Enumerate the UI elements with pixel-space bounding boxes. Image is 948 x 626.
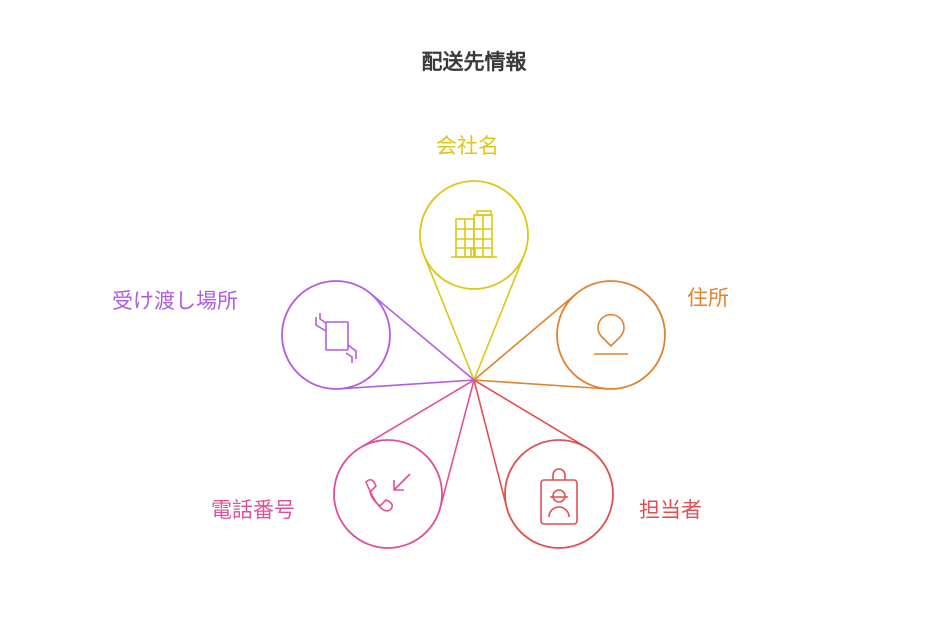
id-badge-icon: [540, 468, 578, 525]
label-contact-person: 担当者: [639, 498, 702, 522]
connector-line-company: [473, 254, 525, 381]
node-circle-contact-person: [504, 439, 614, 549]
connector-line-handover-location: [370, 292, 475, 381]
connector-line-phone-number: [439, 379, 475, 509]
label-address: 住所: [687, 286, 729, 310]
label-company: 会社名: [436, 134, 499, 158]
node-circle-phone-number: [333, 439, 443, 549]
map-pin-icon: [594, 313, 628, 355]
node-circle-address: [556, 280, 666, 390]
node-circle-handover-location: [281, 280, 391, 390]
building-icon: [451, 210, 497, 258]
connector-line-address: [473, 293, 577, 381]
label-handover-location: 受け渡し場所: [112, 289, 238, 313]
connector-line-phone-number: [359, 379, 475, 449]
connector-line-contact-person: [473, 379, 588, 449]
handover-icon: [315, 313, 357, 363]
connector-line-address: [473, 379, 608, 390]
label-phone-number: 電話番号: [211, 498, 295, 522]
diagram-title: 配送先情報: [421, 50, 527, 74]
connector-line-handover-location: [339, 379, 475, 390]
connector-line-company: [423, 254, 475, 381]
connector-line-contact-person: [473, 379, 508, 508]
phone-incoming-icon: [365, 473, 411, 512]
